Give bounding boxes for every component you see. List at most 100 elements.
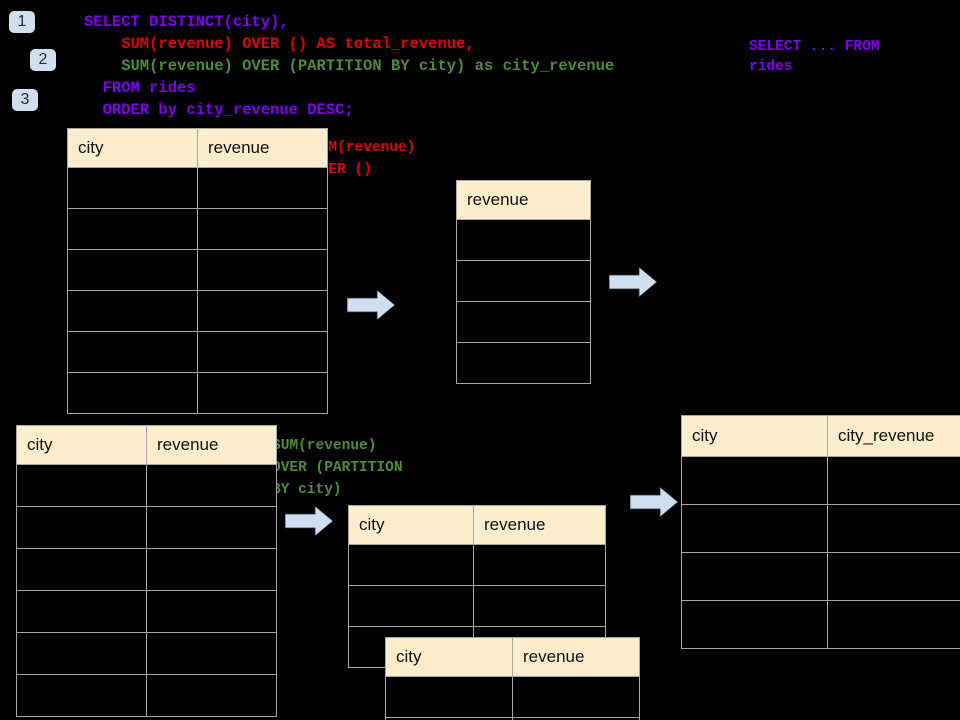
cell-city [67, 208, 198, 250]
sql-line-sum-over-empty: SUM(revenue) OVER () AS total_revenue, [84, 35, 475, 53]
table-row [456, 301, 591, 343]
table-header-row: city revenue [385, 637, 640, 677]
table-row [67, 249, 328, 291]
column-header-revenue: revenue [197, 128, 328, 168]
cell-city [67, 372, 198, 414]
step-badge-2: 2 [30, 49, 56, 71]
table-row [16, 590, 277, 633]
cell-revenue [197, 208, 328, 250]
annotation-sum-over-empty-line1: SUM(revenue) [311, 140, 416, 156]
table-body [385, 676, 640, 720]
table-row [67, 167, 328, 209]
cell-revenue [197, 290, 328, 332]
cell-revenue [146, 674, 277, 717]
column-header-city: city [385, 637, 513, 677]
table-partition-back: city revenue [348, 505, 606, 668]
cell-city-revenue [827, 552, 960, 601]
cell-city [16, 674, 147, 717]
cell-city [16, 548, 147, 591]
annotation-select-from-rides-line2: rides [749, 59, 793, 75]
cell-city [67, 290, 198, 332]
table-row [456, 342, 591, 384]
cell-city [67, 249, 198, 291]
cell-city [16, 464, 147, 507]
table-row [16, 506, 277, 549]
annotation-select-from-rides-line1: SELECT ... FROM [749, 39, 880, 55]
table-body [681, 456, 960, 649]
table-body [456, 219, 591, 384]
table-row [385, 676, 640, 718]
cell-revenue [197, 249, 328, 291]
cell-city [348, 585, 474, 627]
cell-revenue [456, 260, 591, 302]
table-row [16, 632, 277, 675]
table-row [348, 544, 606, 586]
step-badge-1: 1 [9, 11, 35, 33]
table-body [67, 167, 328, 414]
cell-city-revenue [827, 504, 960, 553]
column-header-revenue: revenue [146, 425, 277, 465]
cell-revenue [473, 585, 606, 627]
column-header-city: city [348, 505, 474, 545]
cell-city [16, 632, 147, 675]
arrow-source-to-total [347, 290, 395, 320]
cell-city [385, 676, 513, 718]
table-row [16, 548, 277, 591]
table-row [456, 260, 591, 302]
annotation-sum-over-partition-line1: SUM(revenue) [272, 438, 377, 454]
table-row [16, 464, 277, 507]
cell-revenue [197, 167, 328, 209]
cell-city [16, 590, 147, 633]
table-header-row: city revenue [67, 128, 328, 168]
column-header-city: city [681, 415, 828, 457]
table-total-revenue: revenue [456, 180, 591, 384]
sql-line-from-rides: FROM rides [84, 79, 196, 97]
column-header-revenue: revenue [512, 637, 640, 677]
cell-revenue [512, 676, 640, 718]
table-source-top: city revenue [67, 128, 328, 414]
table-row [385, 717, 640, 720]
table-row [681, 552, 960, 601]
annotation-sum-over-partition-line3: BY city) [272, 482, 342, 498]
cell-city [67, 167, 198, 209]
cell-city [681, 504, 828, 553]
table-row [16, 674, 277, 717]
table-partition-front: city revenue [385, 637, 640, 720]
cell-city [67, 331, 198, 373]
table-row [348, 585, 606, 627]
cell-revenue [146, 548, 277, 591]
annotation-sum-over-partition-line2: OVER (PARTITION [272, 460, 403, 476]
cell-city [348, 544, 474, 586]
cell-city-revenue [827, 600, 960, 649]
table-row [67, 372, 328, 414]
cell-city-revenue [827, 456, 960, 505]
cell-revenue [512, 717, 640, 720]
cell-city [681, 600, 828, 649]
table-header-row: city city_revenue [681, 415, 960, 457]
table-row [67, 290, 328, 332]
table-header-row: city revenue [348, 505, 606, 545]
arrow-total-to-result [609, 267, 657, 297]
table-source-bottom: city revenue [16, 425, 277, 717]
table-header-row: city revenue [16, 425, 277, 465]
table-result: city city_revenue [681, 415, 960, 649]
column-header-revenue: revenue [456, 180, 591, 220]
sql-line-sum-over-partition: SUM(revenue) OVER (PARTITION BY city) as… [84, 57, 615, 75]
table-row [681, 600, 960, 649]
table-body [348, 544, 606, 668]
column-header-revenue: revenue [473, 505, 606, 545]
table-row [456, 219, 591, 261]
cell-revenue [146, 632, 277, 675]
cell-revenue [146, 590, 277, 633]
cell-city [681, 552, 828, 601]
cell-revenue [197, 331, 328, 373]
sql-line-order-by: ORDER by city_revenue DESC; [84, 101, 354, 119]
arrow-source-to-partition [285, 506, 333, 536]
table-header-row: revenue [456, 180, 591, 220]
arrow-partition-to-result [630, 487, 678, 517]
sql-line-select-distinct: SELECT DISTINCT(city), [84, 13, 289, 31]
cell-revenue [146, 506, 277, 549]
cell-revenue [146, 464, 277, 507]
column-header-city: city [67, 128, 198, 168]
